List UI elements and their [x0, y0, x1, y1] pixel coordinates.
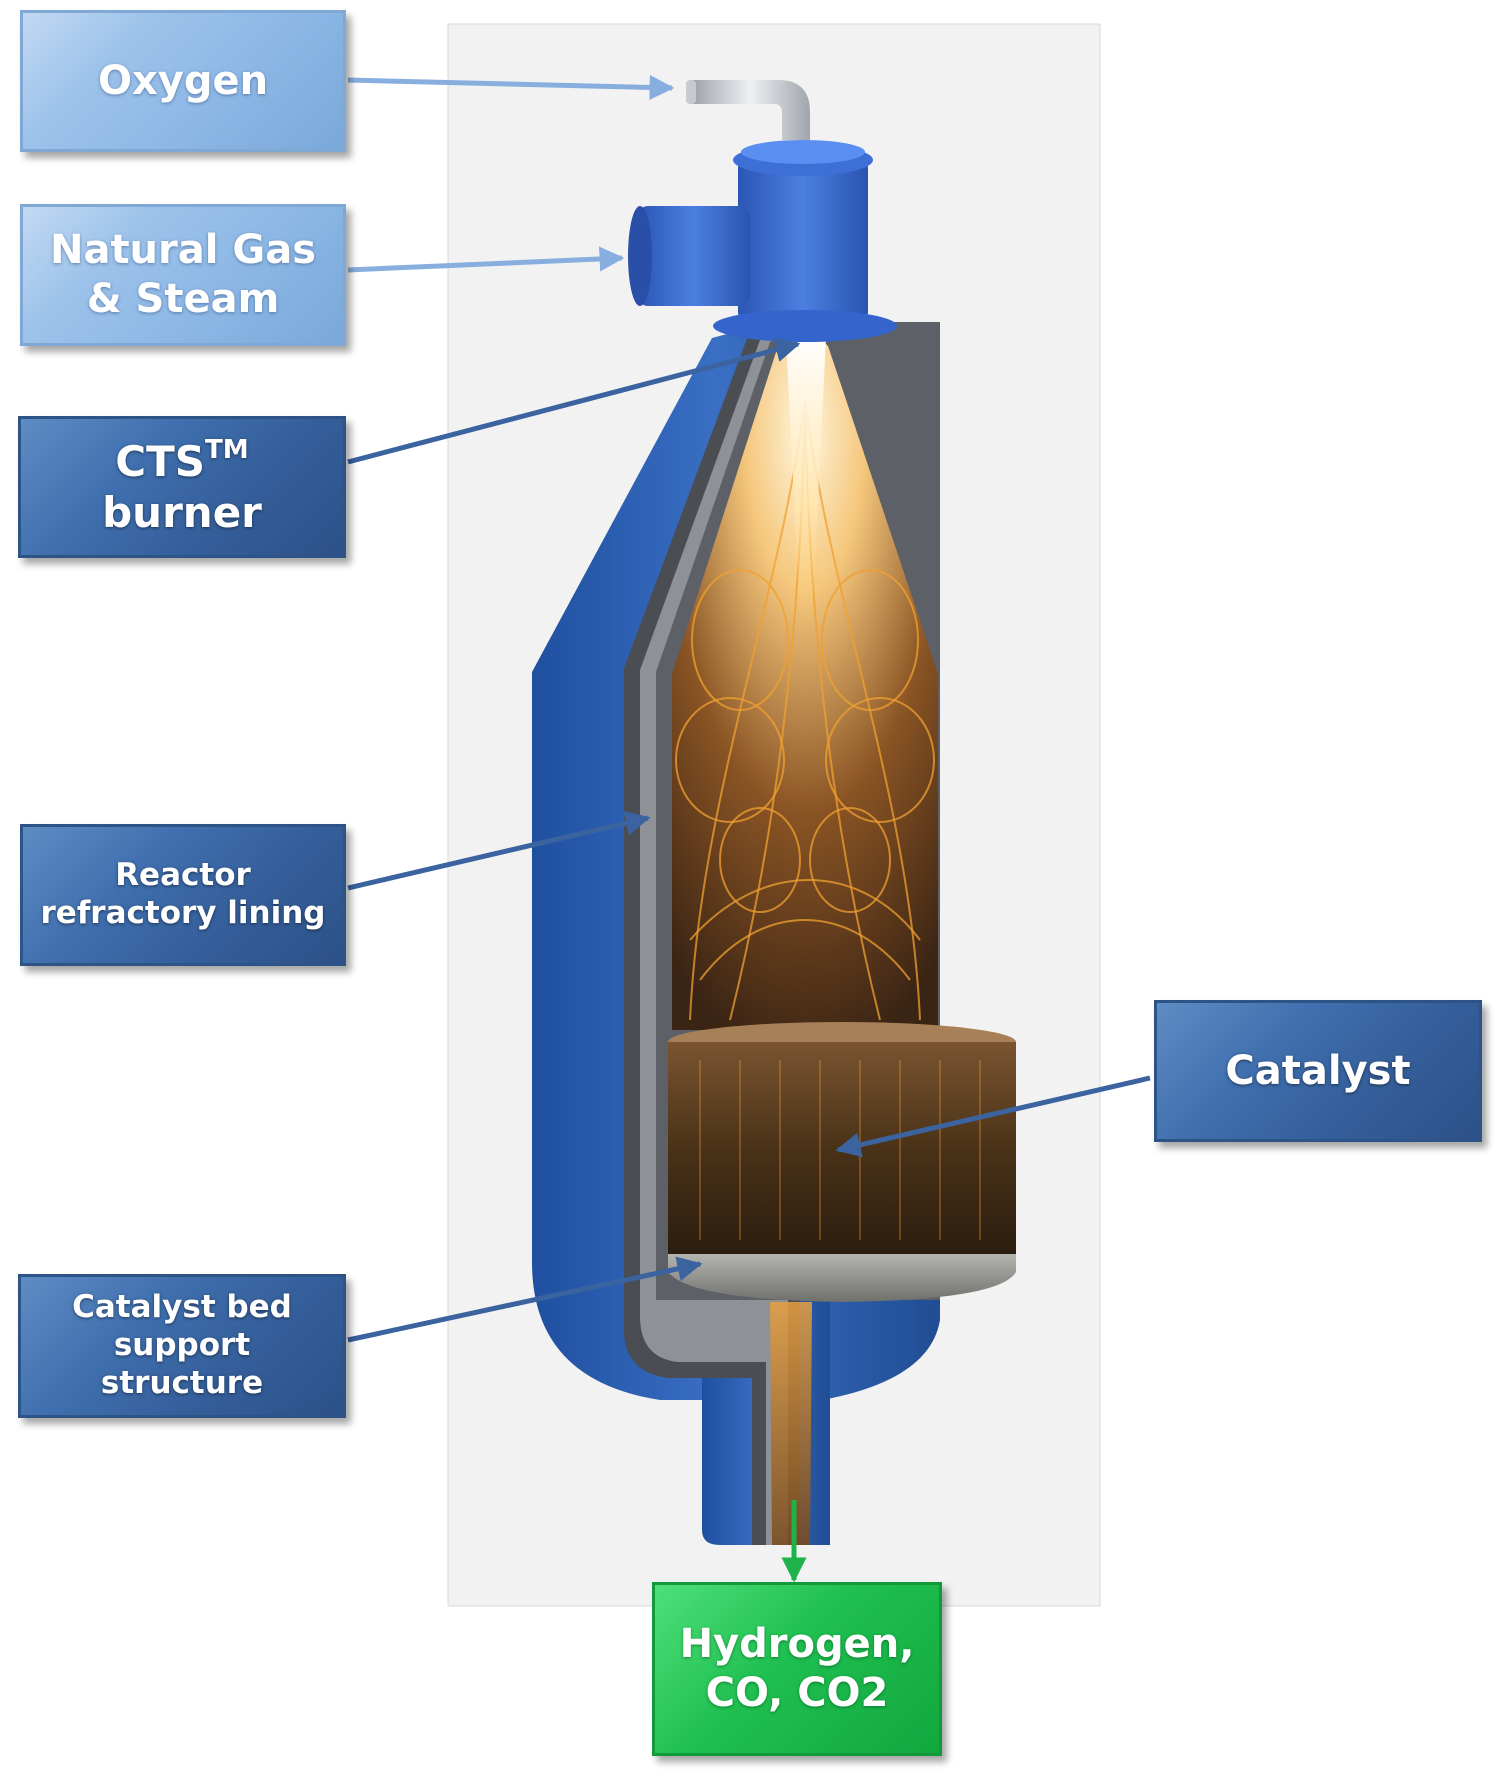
structure-text: structure: [101, 1365, 263, 1403]
refractory-lining-text: refractory lining: [41, 895, 326, 933]
cts-burner-title: CTSTM: [115, 436, 248, 487]
gas-inlet-nozzle: [638, 206, 750, 306]
catalyst-support-label: Catalyst bed support structure: [18, 1274, 346, 1418]
catalyst-text: Catalyst: [1225, 1047, 1410, 1096]
oxygen-label: Oxygen: [20, 10, 346, 152]
steam-text: & Steam: [87, 275, 280, 324]
refractory-lining-label: Reactor refractory lining: [20, 824, 346, 966]
trademark-superscript: TM: [205, 435, 249, 465]
burner-text: burner: [102, 487, 262, 538]
product-output-label: Hydrogen, CO, CO2: [652, 1582, 942, 1756]
product-outflow: [770, 1302, 812, 1545]
natural-gas-steam-label: Natural Gas & Steam: [20, 204, 346, 346]
co-co2-text: CO, CO2: [706, 1669, 889, 1718]
reactor-text: Reactor: [115, 857, 251, 895]
oxygen-text: Oxygen: [98, 57, 268, 106]
hydrogen-text: Hydrogen,: [680, 1620, 915, 1669]
catalyst-bed-text: Catalyst bed: [72, 1289, 292, 1327]
natural-gas-text: Natural Gas: [50, 226, 316, 275]
burner-body: [738, 160, 868, 320]
catalyst-label: Catalyst: [1154, 1000, 1482, 1142]
cts-burner-label: CTSTM burner: [18, 416, 346, 558]
support-text: support: [114, 1327, 250, 1365]
cts-text: CTS: [115, 437, 205, 486]
